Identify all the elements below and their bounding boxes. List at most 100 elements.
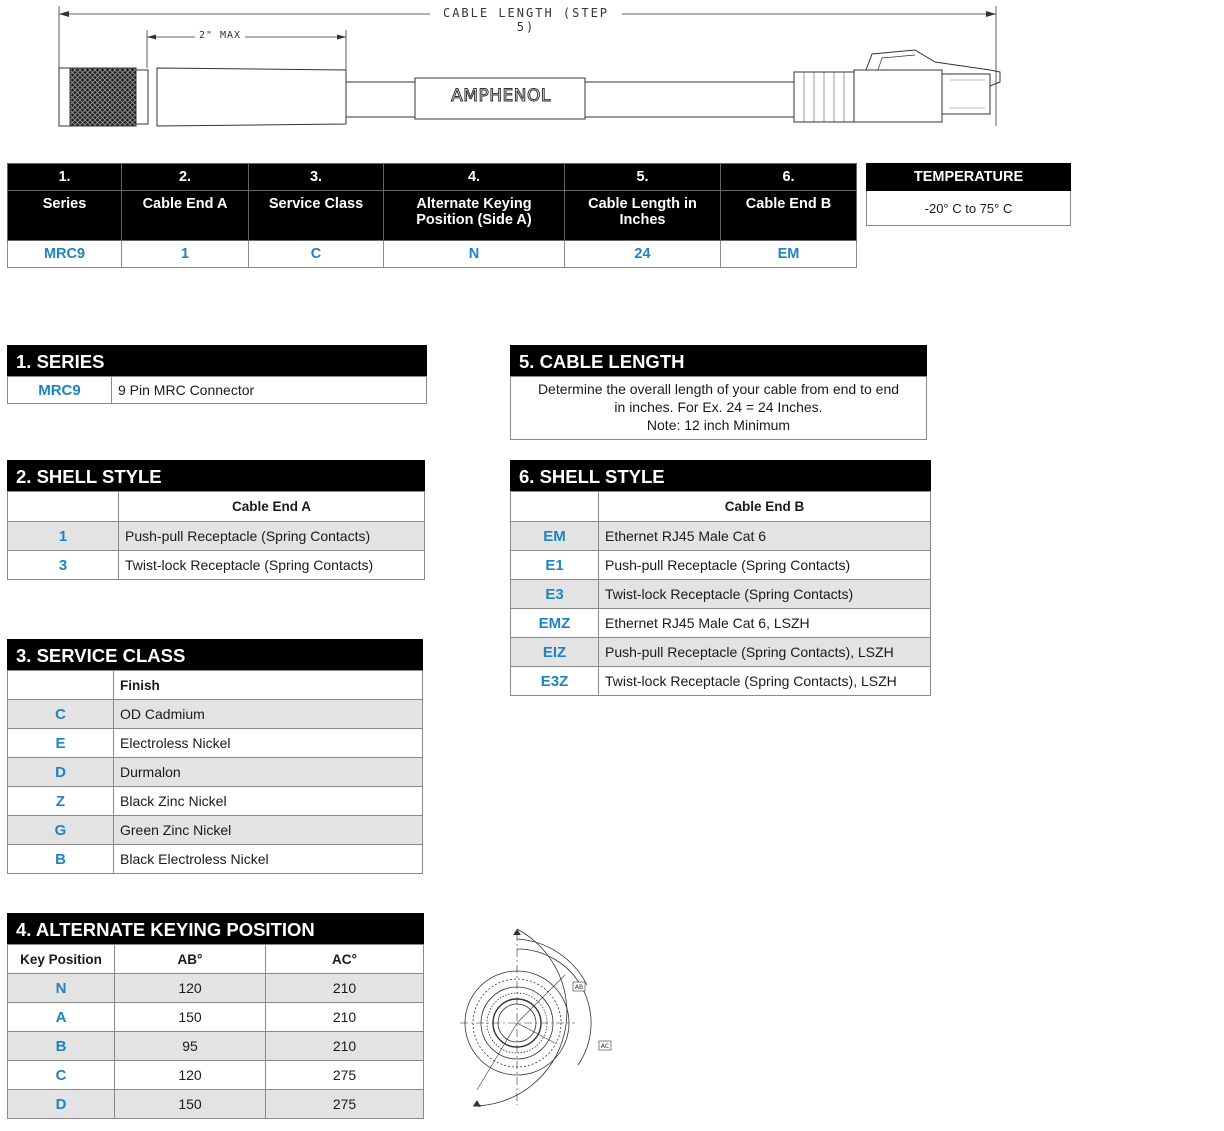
pn-step-label: Series — [7, 190, 122, 241]
shell-code: EM — [510, 521, 599, 551]
shell-code: E3Z — [510, 666, 599, 696]
service-class-section: 3. SERVICE CLASS Finish C OD Cadmium E E… — [7, 639, 423, 874]
key-ab: 120 — [114, 1060, 266, 1090]
temperature-table: TEMPERATURE -20° C to 75° C — [866, 163, 1071, 226]
finish-desc: Black Zinc Nickel — [113, 786, 423, 816]
ab-callout-label: AB — [575, 984, 583, 991]
key-ab: 120 — [114, 973, 266, 1003]
finish-code: B — [7, 844, 114, 874]
finish-code: E — [7, 728, 114, 758]
ab-callout-box — [572, 981, 586, 992]
cable-body — [346, 77, 794, 120]
header-blank — [510, 491, 599, 522]
pn-step-number: 1. — [7, 163, 122, 191]
series-title: 1. SERIES — [7, 345, 427, 376]
shell-desc: Twist-lock Receptacle (Spring Contacts) — [598, 579, 931, 609]
finish-desc: Electroless Nickel — [113, 728, 423, 758]
pn-step-value: N — [383, 240, 565, 268]
shell-style-b-title: 6. SHELL STYLE — [510, 460, 931, 491]
max-dimension — [146, 30, 347, 70]
table-row: E1 Push-pull Receptacle (Spring Contacts… — [510, 550, 931, 580]
shell-code: 1 — [7, 521, 119, 551]
service-class-table: Finish C OD Cadmium E Electroless Nickel… — [7, 670, 423, 874]
temperature-title: TEMPERATURE — [866, 163, 1071, 191]
shell-style-b-header: Cable End B — [598, 491, 931, 522]
finish-code: C — [7, 699, 114, 729]
pn-step-value: C — [248, 240, 384, 268]
pn-step-value: MRC9 — [7, 240, 122, 268]
shell-code: EMZ — [510, 608, 599, 638]
table-row: EM Ethernet RJ45 Male Cat 6 — [510, 521, 931, 551]
shell-style-a-title: 2. SHELL STYLE — [7, 460, 425, 491]
table-row: 1 Push-pull Receptacle (Spring Contacts) — [7, 521, 425, 551]
table-row: E Electroless Nickel — [7, 728, 423, 758]
key-ac: 210 — [265, 1002, 424, 1032]
temperature-value: -20° C to 75° C — [866, 190, 1071, 226]
table-row: E3 Twist-lock Receptacle (Spring Contact… — [510, 579, 931, 609]
series-desc: 9 Pin MRC Connector — [111, 376, 427, 404]
brand-label: AMPHENOL — [451, 86, 551, 107]
table-row: EIZ Push-pull Receptacle (Spring Contact… — [510, 637, 931, 667]
max-length-label: 2" MAX — [198, 30, 242, 41]
table-row: B 95 210 — [7, 1031, 424, 1061]
keying-header: Key Position — [7, 944, 115, 974]
finish-code: G — [7, 815, 114, 845]
cable-length-title: 5. CABLE LENGTH — [510, 345, 927, 376]
service-class-header: Finish — [113, 670, 423, 700]
shell-desc: Twist-lock Receptacle (Spring Contacts),… — [598, 666, 931, 696]
key-ab: 150 — [114, 1002, 266, 1032]
table-row: B Black Electroless Nickel — [7, 844, 423, 874]
shell-desc: Push-pull Receptacle (Spring Contacts) — [598, 550, 931, 580]
shell-desc: Twist-lock Receptacle (Spring Contacts) — [118, 550, 425, 580]
service-class-title: 3. SERVICE CLASS — [7, 639, 423, 670]
key-code: D — [7, 1089, 115, 1119]
key-ac: 210 — [265, 1031, 424, 1061]
table-row: A 150 210 — [7, 1002, 424, 1032]
key-code: C — [7, 1060, 115, 1090]
finish-code: Z — [7, 786, 114, 816]
cable-length-description: Determine the overall length of your cab… — [510, 376, 927, 440]
table-row: EMZ Ethernet RJ45 Male Cat 6, LSZH — [510, 608, 931, 638]
keying-section: 4. ALTERNATE KEYING POSITION Key Positio… — [7, 913, 424, 1119]
pn-step-label: Service Class — [248, 190, 384, 241]
pn-step-value: 24 — [564, 240, 721, 268]
pn-step-number: 4. — [383, 163, 565, 191]
shell-style-b-table: Cable End B EM Ethernet RJ45 Male Cat 6 … — [510, 491, 931, 696]
pn-step-label: Cable End A — [121, 190, 249, 241]
table-row: D Durmalon — [7, 757, 423, 787]
keying-position-diagram: AB AC — [460, 928, 612, 1107]
table-row: D 150 275 — [7, 1089, 424, 1119]
key-ab: 95 — [114, 1031, 266, 1061]
series-code: MRC9 — [7, 376, 112, 404]
shell-code: E1 — [510, 550, 599, 580]
pn-step-number: 5. — [564, 163, 721, 191]
pn-step-number: 3. — [248, 163, 384, 191]
finish-desc: OD Cadmium — [113, 699, 423, 729]
pn-step-label: Alternate Keying Position (Side A) — [383, 190, 565, 241]
table-row: N 120 210 — [7, 973, 424, 1003]
finish-desc: Durmalon — [113, 757, 423, 787]
shell-code: E3 — [510, 579, 599, 609]
key-ac: 275 — [265, 1060, 424, 1090]
rj45-connector-side-b — [793, 49, 1001, 123]
key-ac: 210 — [265, 973, 424, 1003]
pn-step-number: 2. — [121, 163, 249, 191]
mrc-connector-side-a — [58, 67, 347, 127]
shell-code: EIZ — [510, 637, 599, 667]
ac-callout-box — [598, 1040, 612, 1051]
cable-length-line: Note: 12 inch Minimum — [646, 417, 791, 433]
keying-header: AC° — [265, 944, 424, 974]
series-section: 1. SERIES MRC9 9 Pin MRC Connector — [7, 345, 427, 404]
cable-length-section: 5. CABLE LENGTH Determine the overall le… — [510, 345, 927, 440]
shell-style-a-section: 2. SHELL STYLE Cable End A 1 Push-pull R… — [7, 460, 425, 580]
shell-desc: Ethernet RJ45 Male Cat 6 — [598, 521, 931, 551]
pn-step-number: 6. — [720, 163, 857, 191]
finish-desc: Black Electroless Nickel — [113, 844, 423, 874]
shell-desc: Ethernet RJ45 Male Cat 6, LSZH — [598, 608, 931, 638]
key-code: N — [7, 973, 115, 1003]
key-code: A — [7, 1002, 115, 1032]
pn-step-label: Cable Length in Inches — [564, 190, 721, 241]
keying-table: Key Position AB° AC° N 120 210 A 150 210… — [7, 944, 424, 1119]
table-row: C 120 275 — [7, 1060, 424, 1090]
keying-header: AB° — [114, 944, 266, 974]
